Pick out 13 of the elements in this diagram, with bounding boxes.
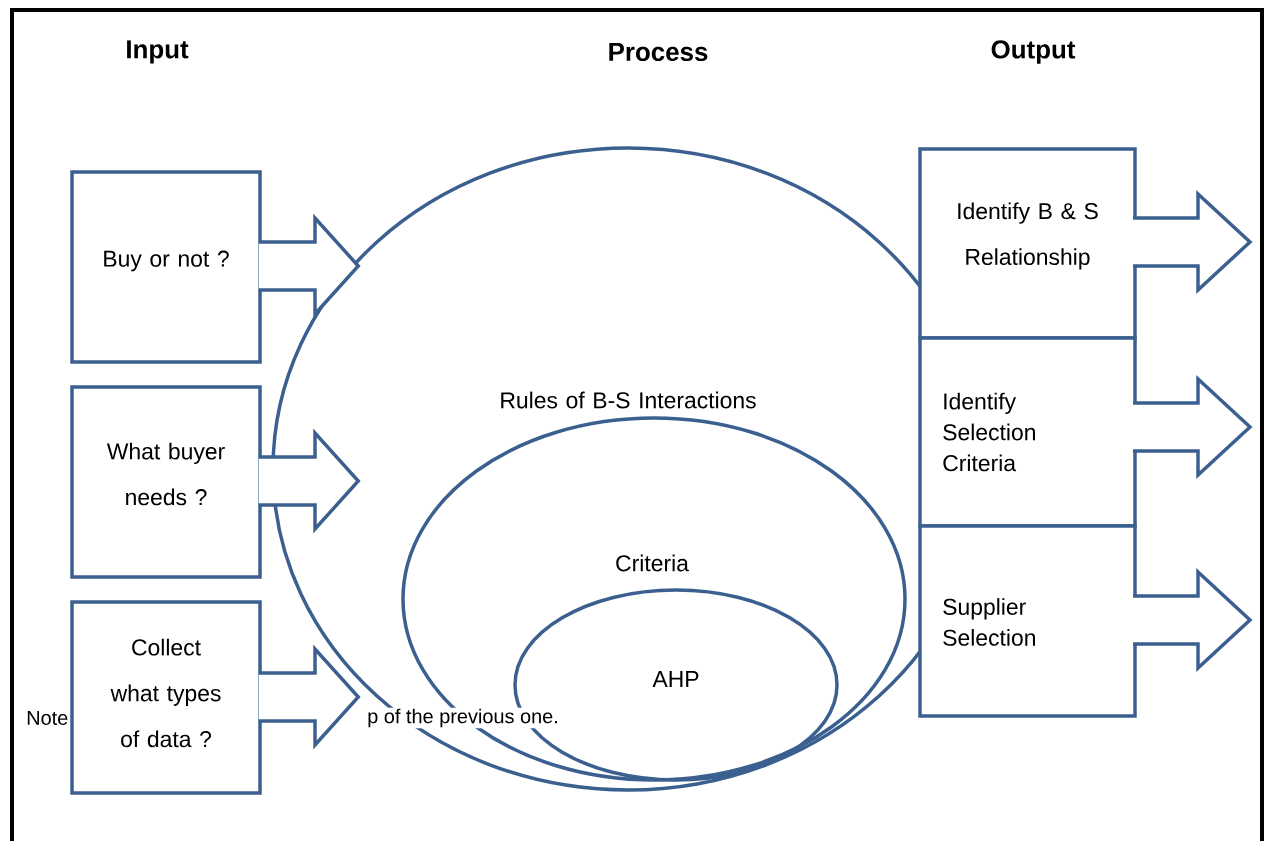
- process-box: What buyer needs ?: [70, 385, 262, 579]
- block-arrow: [257, 428, 361, 534]
- arrow-callout-box: Identify Selection Criteria: [918, 336, 1253, 528]
- column-heading: Input: [127, 40, 189, 64]
- arrow-callout-box: Supplier Selection: [918, 524, 1253, 718]
- block-arrow: [257, 213, 361, 319]
- column-heading: Process: [609, 42, 708, 62]
- column-heading: Output: [991, 40, 1076, 64]
- note-text: p of the previous one.: [366, 707, 560, 729]
- arrow-callout-box: Identify B & S Relationship: [918, 147, 1253, 340]
- process-box: Buy or not ?: [70, 170, 262, 364]
- process-box: Collect what types of data ?: [70, 600, 262, 795]
- block-arrow: [257, 644, 361, 750]
